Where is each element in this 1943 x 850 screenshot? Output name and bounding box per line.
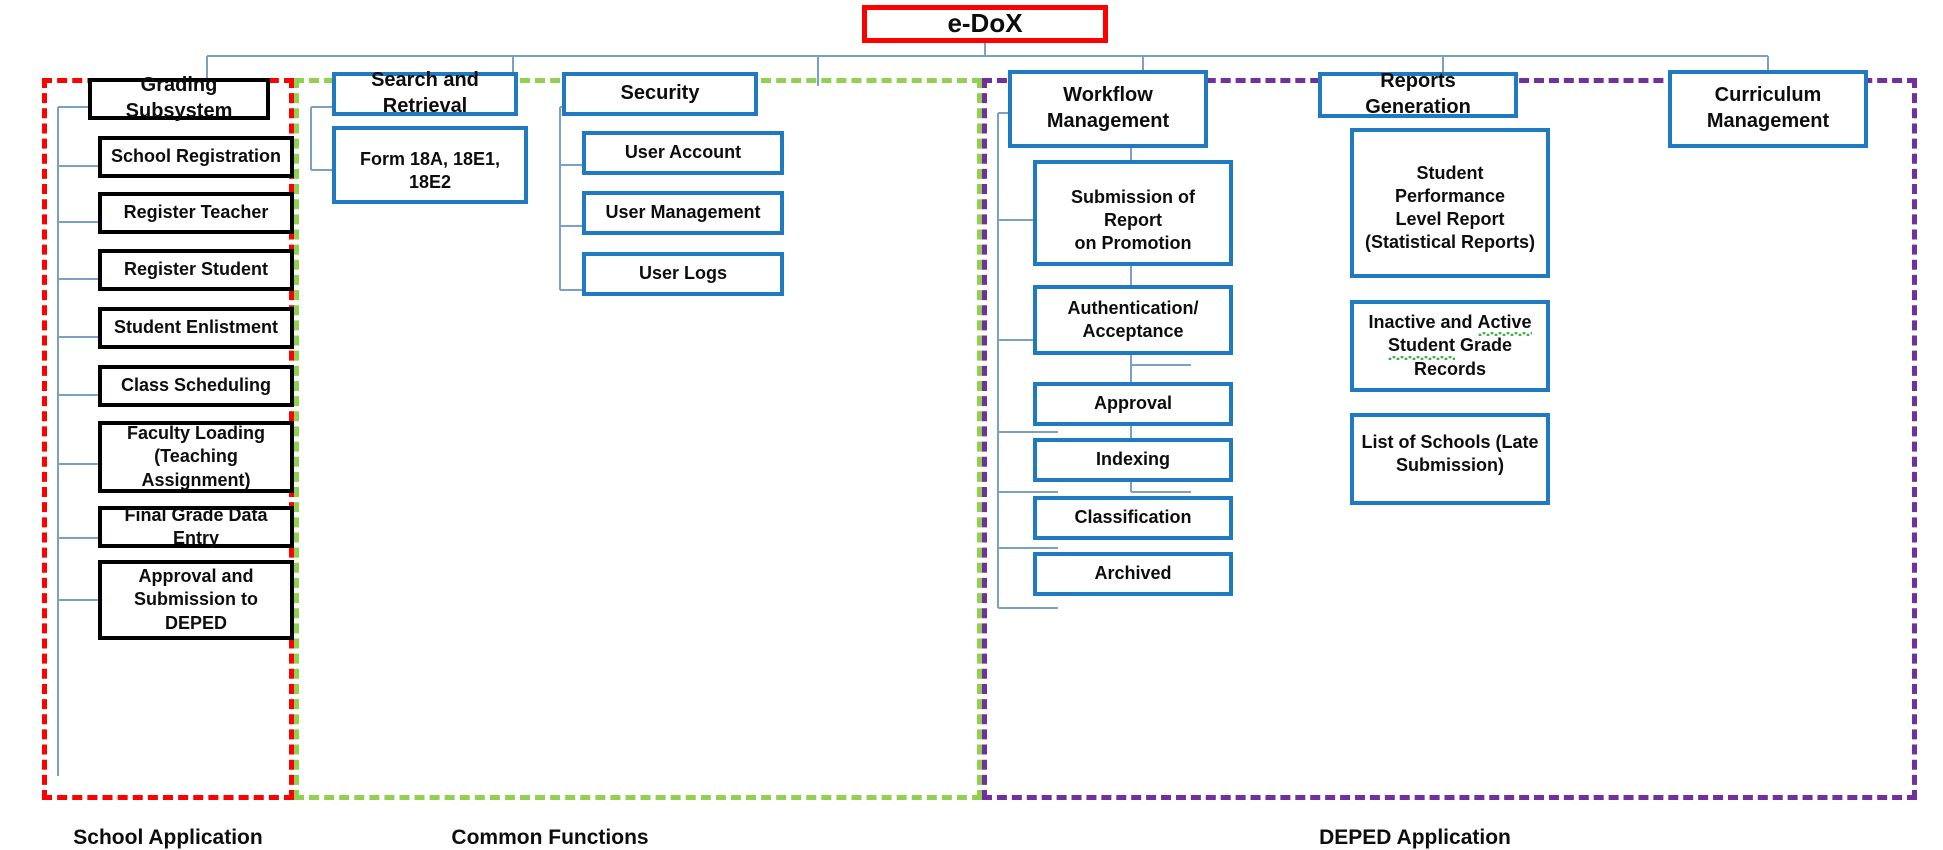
node-school-registration[interactable]: School Registration [98, 136, 294, 178]
node-label: Student Performance Level Report (Statis… [1364, 163, 1536, 253]
node-authentication-acceptance[interactable]: Authentication/ Acceptance [1033, 285, 1233, 355]
node-label: Faculty Loading (Teaching Assignment) [126, 423, 265, 490]
node-register-student[interactable]: Register Student [98, 249, 294, 291]
node-faculty-loading[interactable]: Faculty Loading (Teaching Assignment) [98, 421, 294, 493]
node-grading-subsystem-header[interactable]: Grading Subsystem [88, 74, 270, 122]
node-label: Register Student [123, 259, 269, 280]
node-label: Submission of Report on Promotion [1070, 187, 1195, 254]
node-list-of-schools-late-submission[interactable]: List of Schools (Late Submission) [1350, 413, 1550, 505]
node-curriculum-management-header[interactable]: Curriculum Management [1668, 70, 1868, 148]
node-label: Class Scheduling [120, 375, 272, 396]
caption-common-functions: Common Functions [451, 826, 649, 849]
node-user-account[interactable]: User Account [582, 131, 784, 175]
node-label: Register Teacher [123, 202, 269, 223]
node-archived[interactable]: Archived [1033, 552, 1233, 596]
node-label: List of Schools (Late Submission) [1361, 432, 1539, 476]
node-workflow-management-header[interactable]: Workflow Management [1008, 70, 1208, 148]
node-approval-and-submission-to-deped[interactable]: Approval and Submission to DEPED [98, 560, 294, 640]
node-label: Indexing [1095, 449, 1170, 470]
node-final-grade-data-entry[interactable]: Final Grade Data Entry [98, 504, 294, 548]
caption-deped-application: DEPED Application [1319, 826, 1511, 849]
node-label: School Registration [110, 146, 281, 167]
node-label: User Logs [638, 263, 728, 284]
node-label: Archived [1094, 563, 1172, 584]
node-user-management[interactable]: User Management [582, 191, 784, 235]
node-approval[interactable]: Approval [1033, 382, 1233, 426]
node-label: Grading Subsystem [125, 74, 233, 122]
node-reports-generation-header[interactable]: Reports Generation [1318, 70, 1518, 118]
node-label: Authentication/ Acceptance [1067, 297, 1199, 341]
node-label: Final Grade Data Entry [124, 504, 268, 548]
node-indexing[interactable]: Indexing [1033, 438, 1233, 482]
node-search-and-retrieval-header[interactable]: Search and Retrieval [332, 69, 518, 117]
node-label: Reports Generation [1365, 70, 1471, 118]
caption-school-application: School Application [73, 826, 263, 849]
node-label: Approval [1093, 393, 1172, 414]
node-submission-of-report-on-promotion[interactable]: Submission of Report on Promotion [1033, 160, 1233, 266]
node-label: Curriculum Management [1706, 84, 1830, 132]
node-user-logs[interactable]: User Logs [582, 252, 784, 296]
node-label: Workflow Management [1046, 84, 1170, 132]
node-student-enlistment[interactable]: Student Enlistment [98, 307, 294, 349]
node-student-performance-level-report[interactable]: Student Performance Level Report (Statis… [1350, 128, 1550, 278]
node-form-18a-18e1-18e2[interactable]: Form 18A, 18E1, 18E2 [332, 126, 528, 204]
node-security-header[interactable]: Security [562, 72, 758, 116]
node-label: Classification [1074, 507, 1192, 528]
node-class-scheduling[interactable]: Class Scheduling [98, 365, 294, 407]
node-register-teacher[interactable]: Register Teacher [98, 192, 294, 234]
node-label: Form 18A, 18E1, 18E2 [359, 149, 501, 193]
node-label: Search and Retrieval [371, 69, 479, 117]
node-label: e-DoX [947, 8, 1023, 39]
node-label: Student Enlistment [113, 317, 278, 338]
node-root-edox[interactable]: e-DoX [862, 5, 1108, 43]
node-classification[interactable]: Classification [1033, 496, 1233, 540]
node-label: Security [620, 82, 700, 105]
node-label: Approval and Submission to DEPED [133, 566, 258, 633]
node-label: User Management [605, 202, 761, 223]
node-label: User Account [624, 142, 742, 163]
